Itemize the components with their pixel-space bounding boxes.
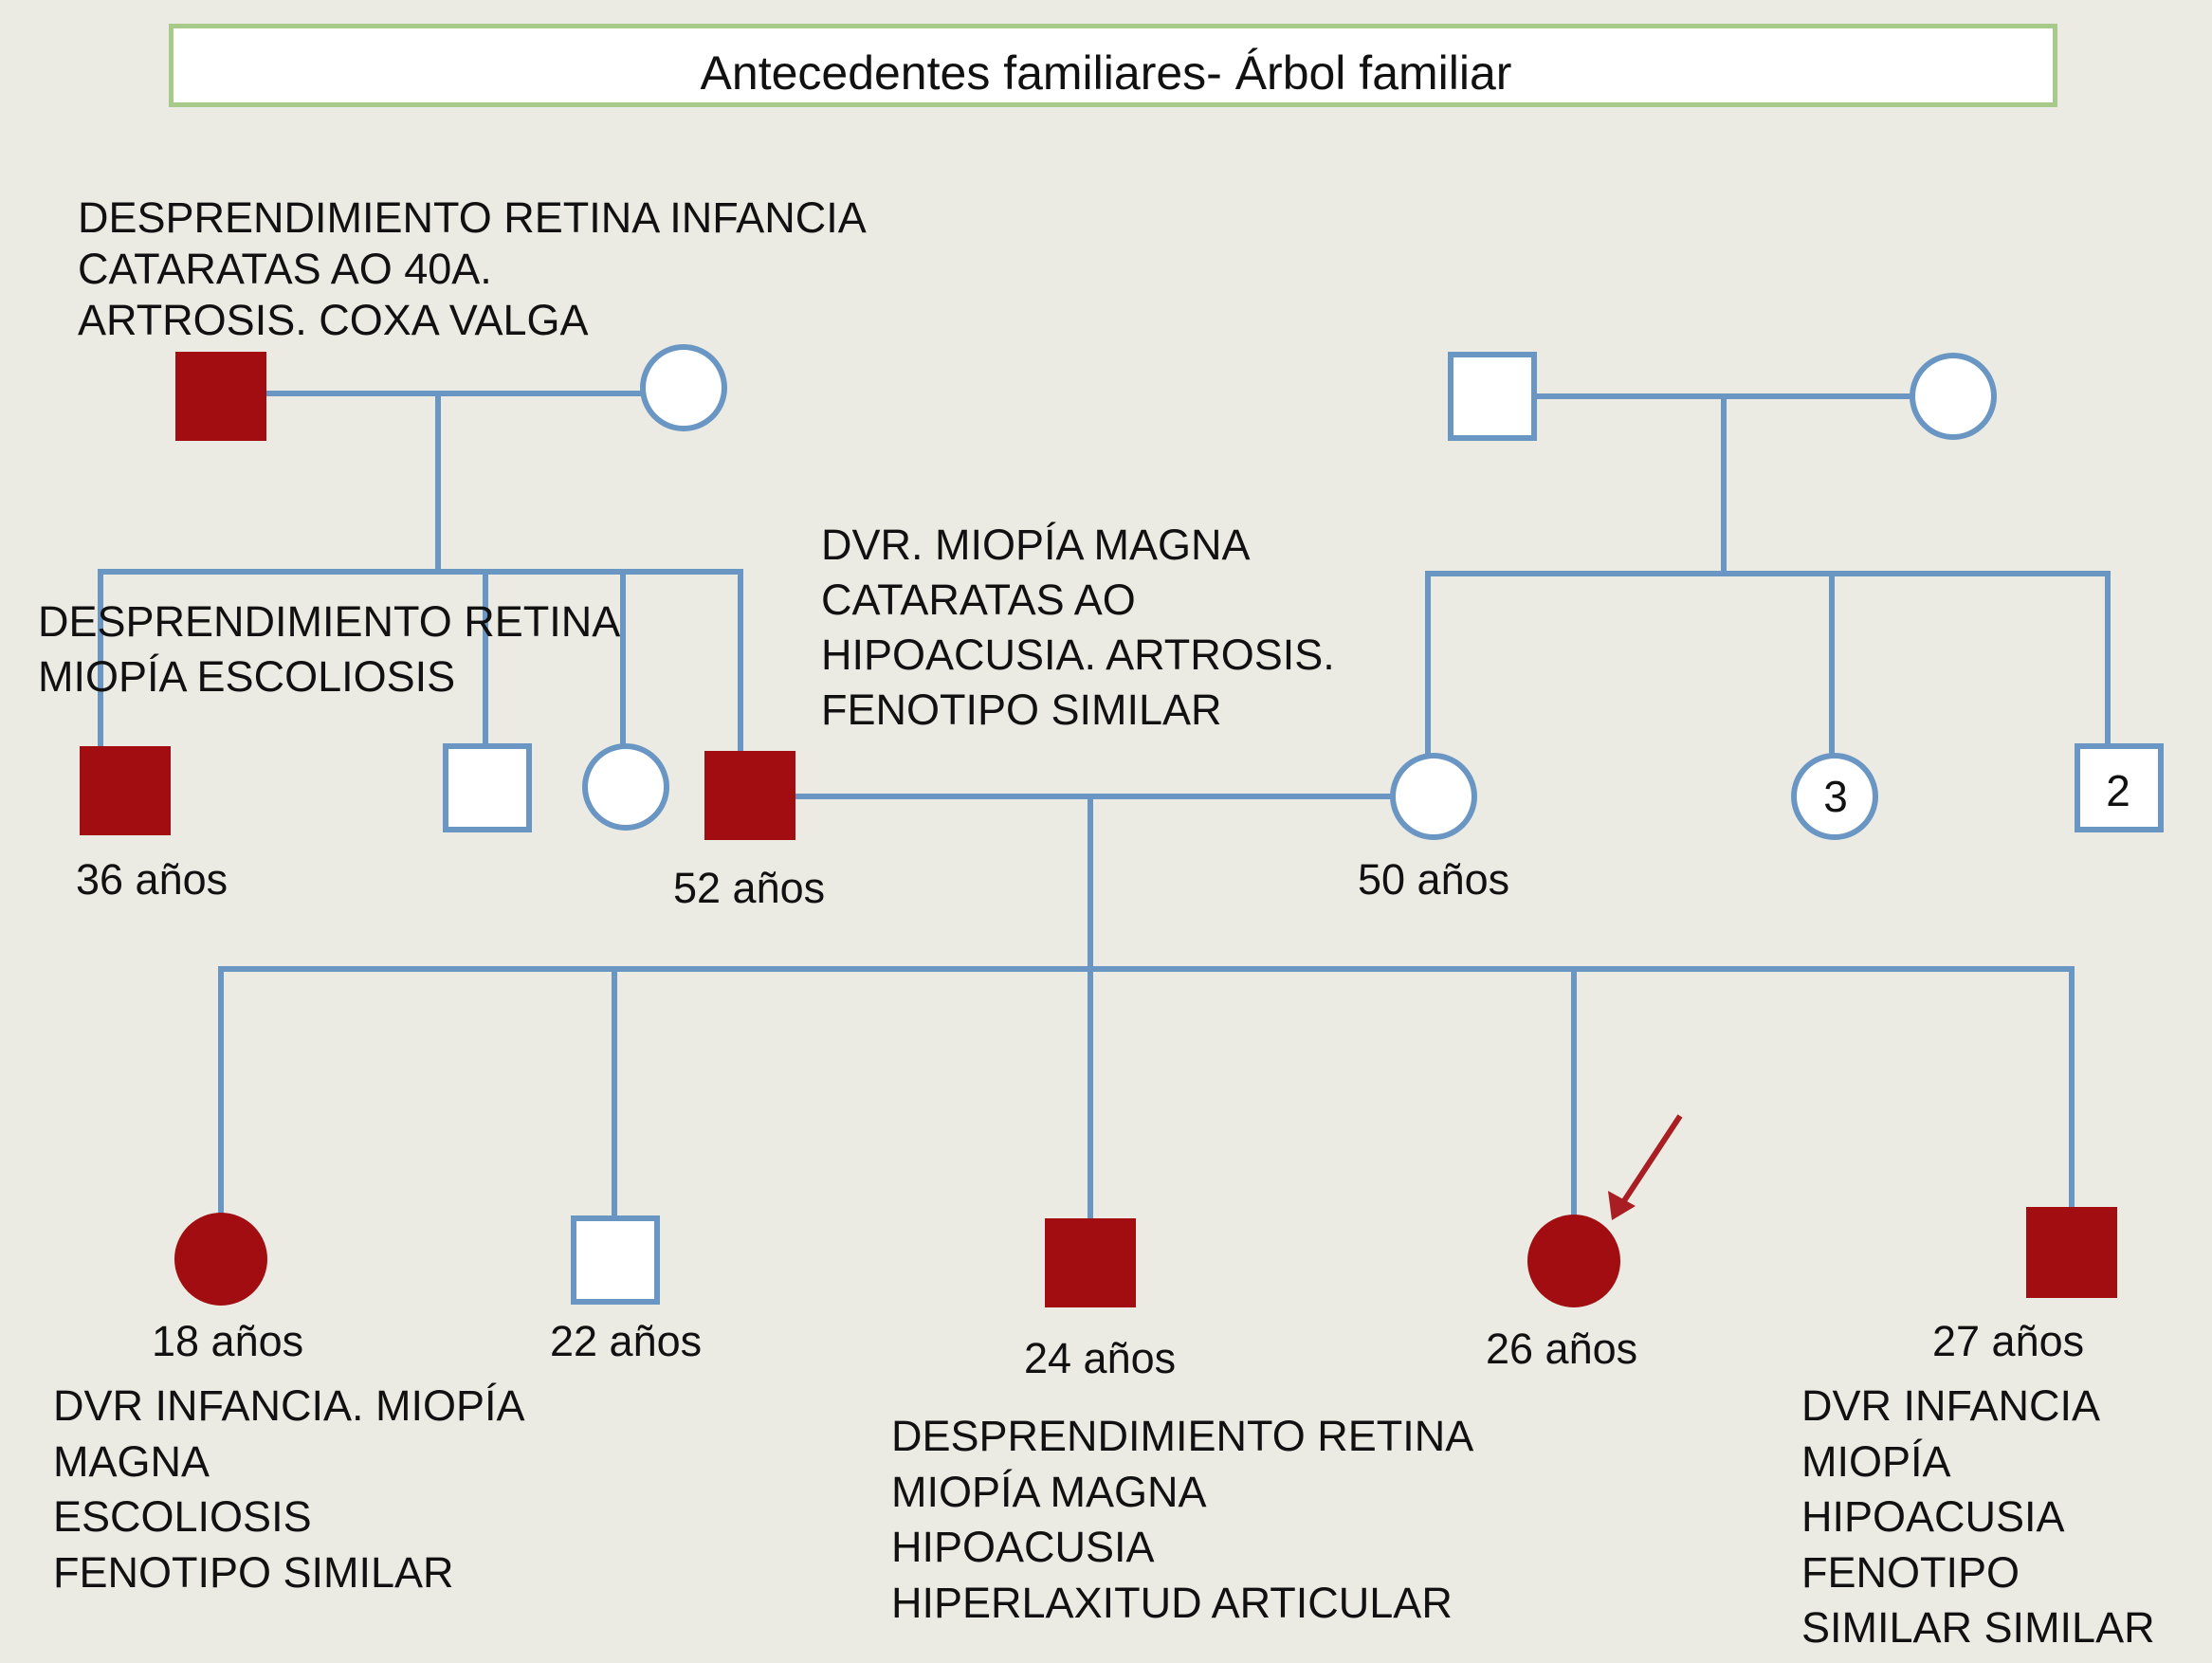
note-line: FENOTIPO SIMILAR: [821, 685, 1222, 734]
diagram-title: Antecedentes familiares- Árbol familiar: [700, 46, 1512, 100]
note-line: DVR INFANCIA. MIOPÍA: [53, 1381, 525, 1430]
male-unaffected-symbol: [571, 1215, 660, 1305]
note-line: MIOPÍA: [1801, 1436, 1951, 1486]
age-uncle-36: 36 años: [76, 855, 229, 904]
notes-uncle: DESPRENDIMIENTO RETINA MIOPÍA ESCOLIOSIS: [38, 594, 620, 704]
age-child-22: 22 años: [550, 1317, 703, 1365]
female-unaffected-symbol: [582, 743, 669, 831]
note-line: CATARATAS AO: [821, 576, 1136, 624]
relationship-lines: [98, 391, 2111, 1224]
note-line: DESPRENDIMIENTO RETINA: [38, 597, 621, 646]
male-affected-symbol: [2026, 1207, 2117, 1298]
male-unaffected-symbol: [1448, 352, 1537, 441]
female-affected-symbol: [1527, 1215, 1620, 1307]
female-affected-symbol: [174, 1213, 267, 1306]
female-unaffected-symbol: [640, 344, 727, 431]
male-unaffected-symbol: [2075, 743, 2164, 832]
count-maternal-uncles: 2: [2106, 766, 2130, 815]
female-unaffected-symbol: [1791, 753, 1878, 840]
count-maternal-aunts: 3: [1823, 772, 1848, 821]
notes-grandfather: DESPRENDIMIENTO RETINA INFANCIA CATARATA…: [78, 192, 867, 346]
note-line: DVR INFANCIA: [1801, 1381, 2101, 1430]
note-line: MIOPÍA ESCOLIOSIS: [38, 652, 456, 701]
note-line: MIOPÍA MAGNA: [891, 1467, 1207, 1516]
age-child-24: 24 años: [1024, 1334, 1177, 1382]
notes-child-27: DVR INFANCIA MIOPÍA HIPOACUSIA FENOTIPO …: [1801, 1379, 2155, 1656]
title-box: [169, 24, 2057, 107]
male-unaffected-symbol: [443, 743, 532, 832]
note-line: CATARATAS AO 40A.: [78, 245, 492, 293]
note-line: HIPOACUSIA. ARTROSIS.: [821, 630, 1335, 679]
note-line: HIPERLAXITUD ARTICULAR: [891, 1578, 1453, 1627]
male-affected-symbol: [175, 352, 266, 441]
notes-child-18: DVR INFANCIA. MIOPÍA MAGNA ESCOLIOSIS FE…: [53, 1379, 525, 1600]
note-line: HIPOACUSIA: [1801, 1492, 2065, 1541]
age-child-27: 27 años: [1932, 1317, 2085, 1365]
notes-father: DVR. MIOPÍA MAGNA CATARATAS AO HIPOACUSI…: [821, 518, 1335, 738]
note-line: SIMILAR SIMILAR: [1801, 1603, 2155, 1652]
age-proband-26: 26 años: [1486, 1325, 1638, 1373]
note-line: HIPOACUSIA: [891, 1523, 1155, 1571]
note-line: ARTROSIS. COXA VALGA: [78, 296, 589, 344]
note-line: FENOTIPO: [1801, 1547, 2020, 1597]
note-line: MAGNA: [53, 1436, 210, 1486]
note-line: DESPRENDIMIENTO RETINA INFANCIA: [78, 193, 867, 242]
note-line: DVR. MIOPÍA MAGNA: [821, 521, 1251, 569]
note-line: DESPRENDIMIENTO RETINA: [891, 1412, 1474, 1460]
note-line: FENOTIPO SIMILAR: [53, 1547, 454, 1597]
male-affected-symbol: [704, 751, 795, 840]
female-unaffected-symbol: [1910, 353, 1997, 440]
notes-child-24: DESPRENDIMIENTO RETINA MIOPÍA MAGNA HIPO…: [891, 1409, 1473, 1631]
age-child-18: 18 años: [152, 1317, 304, 1365]
female-unaffected-symbol: [1390, 753, 1477, 840]
male-affected-symbol: [1045, 1218, 1136, 1307]
proband-arrow-icon: [1608, 1114, 1683, 1220]
note-line: ESCOLIOSIS: [53, 1492, 312, 1541]
age-father-52: 52 años: [673, 864, 826, 912]
male-affected-symbol: [80, 746, 171, 835]
age-mother-50: 50 años: [1358, 855, 1510, 904]
